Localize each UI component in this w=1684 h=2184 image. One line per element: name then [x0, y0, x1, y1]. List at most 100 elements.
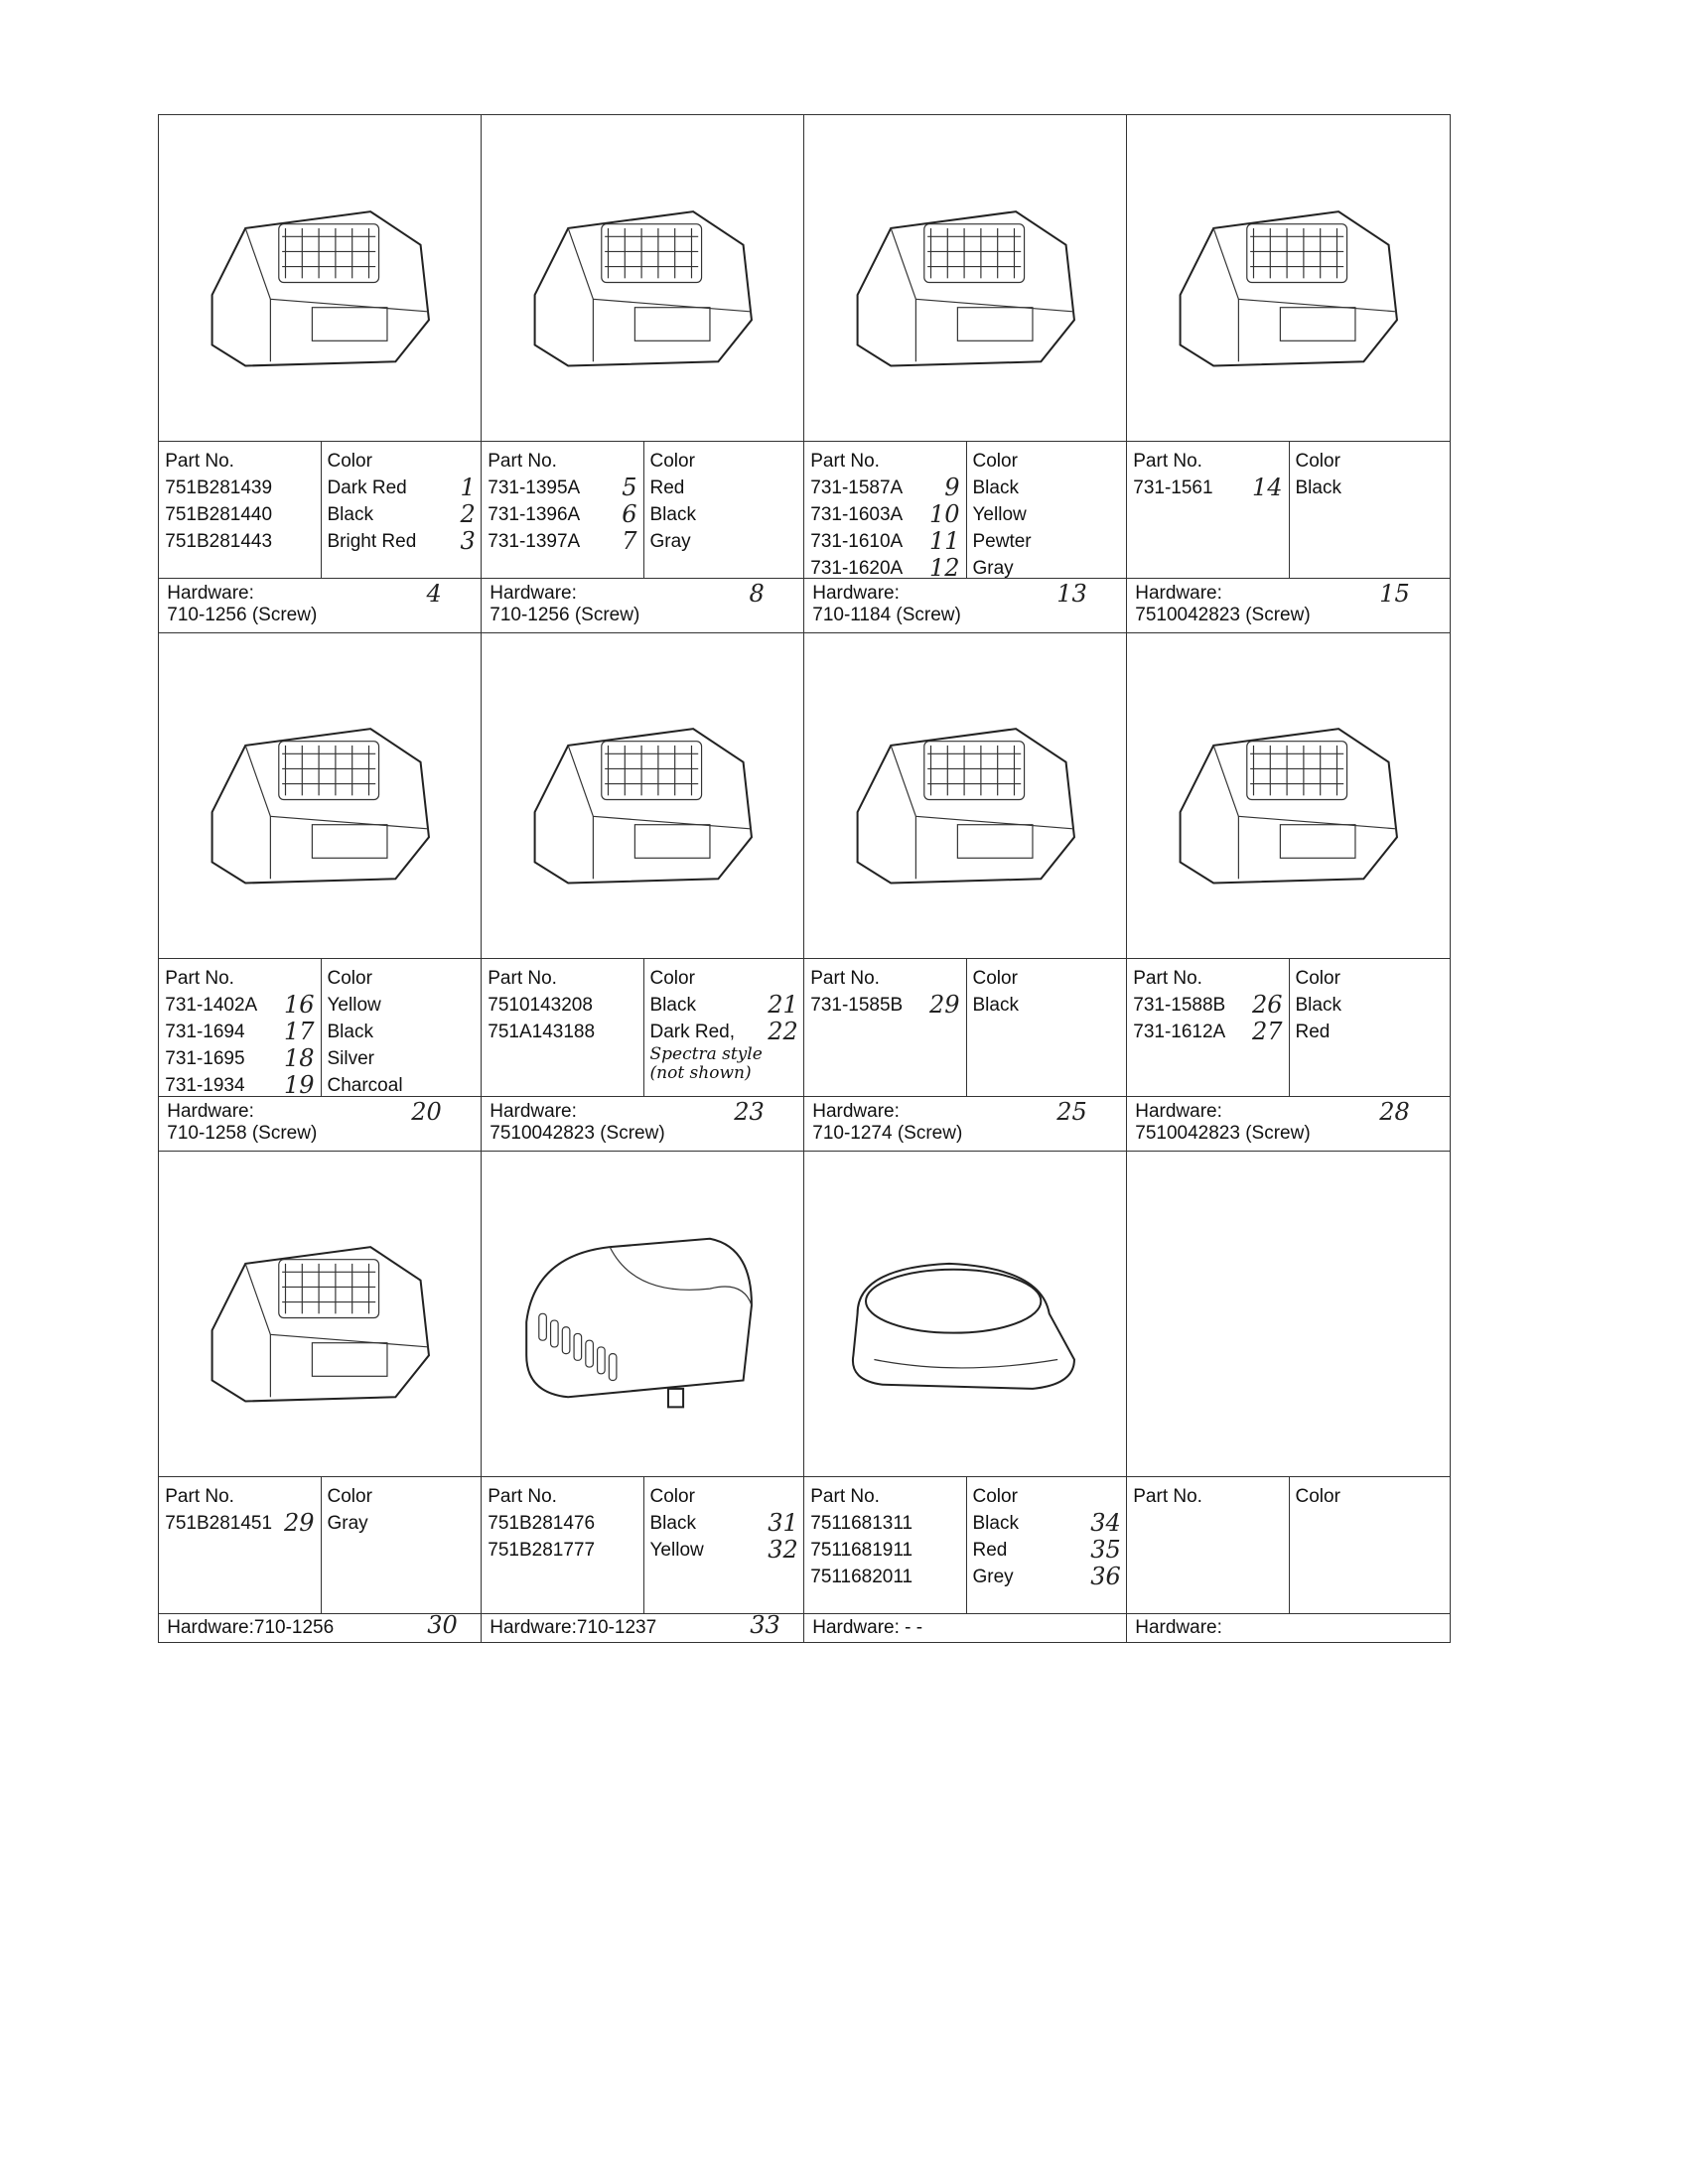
- part-number: 731-1612A: [1133, 1022, 1226, 1043]
- hardware-value: 710-1256 (Screw): [167, 605, 318, 626]
- engine-shroud-ring-icon: [851, 1262, 1075, 1390]
- part-number: 731-1694: [165, 1022, 245, 1043]
- part-no-column: Part No. 731-1588B 26 731-1612A 27: [1127, 959, 1288, 1096]
- part-number: 751B281443: [165, 530, 273, 552]
- part-number: 7511681311: [810, 1512, 913, 1534]
- part-info-cell: Part No. 751B281476 751B281777 Color Bla…: [481, 1475, 805, 1615]
- part-no-column: Part No. 7511681311 7511681911 751168201…: [804, 1477, 965, 1614]
- part-callout: 6: [622, 499, 637, 528]
- hardware-cell: Hardware: 710-1256 (Screw) 4: [158, 578, 483, 634]
- hardware-header: Hardware:: [812, 1100, 900, 1122]
- color-value: Gray: [972, 557, 1014, 579]
- color-column: Color Black: [965, 959, 1127, 1097]
- part-image-cell: [803, 1150, 1128, 1478]
- engine-shroud-slotted-icon: [524, 1237, 753, 1409]
- part-no-column: Part No. 7510143208 751A143188: [482, 959, 642, 1096]
- part-callout: 10: [928, 499, 960, 528]
- part-image-cell: [481, 1150, 805, 1478]
- parts-sheet: Part No. 751B281439 751B281440 751B28144…: [158, 114, 1451, 1644]
- info-row: Part No. 731-1402A 16 731-1694 17 731-16…: [158, 958, 1451, 1106]
- part-image-cell: [1126, 1150, 1451, 1478]
- hardware-callout: 13: [1056, 580, 1087, 609]
- color-callout: 32: [768, 1535, 798, 1564]
- color-line: Black 2: [328, 499, 476, 528]
- part-image-cell: [481, 631, 805, 960]
- hardware-callout: 15: [1379, 580, 1410, 609]
- hardware-callout: 20: [411, 1097, 442, 1126]
- hardware-cell: Hardware:710-1256 30: [158, 1613, 483, 1644]
- part-image-cell: [803, 114, 1128, 443]
- color-header: Color: [649, 968, 695, 990]
- color-value: Gray: [649, 530, 691, 552]
- image-row: [158, 631, 1451, 960]
- part-number-line: 751A143188: [488, 1019, 636, 1045]
- color-header: Color: [327, 968, 372, 990]
- color-column: Color Black: [1288, 441, 1450, 579]
- part-number-line: 731-1694 17: [165, 1019, 314, 1045]
- part-info-cell: Part No. 731-1588B 26 731-1612A 27 Color…: [1126, 958, 1451, 1098]
- engine-shroud-vented-icon: [856, 210, 1075, 367]
- color-callout: 2: [460, 499, 476, 528]
- hardware-callout: 23: [734, 1097, 765, 1126]
- part-image-cell: [158, 1150, 483, 1478]
- color-line: Pewter: [973, 528, 1121, 555]
- color-header: Color: [972, 450, 1018, 472]
- part-number-line: 731-1402A 16: [165, 992, 314, 1019]
- part-no-header: Part No.: [165, 450, 234, 472]
- part-info-cell: Part No. 731-1395A 5 731-1396A 6 731-139…: [481, 440, 805, 580]
- hardware-value: 7510042823 (Screw): [1135, 1122, 1311, 1144]
- color-line: Gray: [973, 555, 1121, 582]
- color-header: Color: [1295, 450, 1340, 472]
- part-number-line: 731-1397A 7: [488, 527, 636, 555]
- engine-shroud-smooth-icon: [533, 728, 753, 885]
- color-value: Black: [972, 1512, 1019, 1534]
- color-value: Black: [649, 995, 696, 1017]
- color-header: Color: [327, 450, 372, 472]
- color-line: Black 34: [972, 1509, 1121, 1537]
- part-no-header: Part No.: [488, 968, 557, 990]
- part-number-line: 751B281476: [488, 1510, 636, 1537]
- part-callout: 11: [928, 526, 960, 555]
- color-value: Black: [327, 1022, 373, 1043]
- part-no-column: Part No. 731-1585B 29: [804, 959, 965, 1096]
- hardware-value: Hardware:710-1237: [490, 1617, 657, 1639]
- color-value: Grey: [972, 1566, 1014, 1587]
- hardware-header: Hardware:: [812, 583, 900, 605]
- engine-shroud-compact-icon: [210, 1246, 430, 1403]
- engine-shroud-box-icon: [1179, 728, 1398, 885]
- hardware-cell: Hardware: 710-1258 (Screw) 20: [158, 1095, 483, 1152]
- part-no-column: Part No. 731-1395A 5 731-1396A 6 731-139…: [482, 442, 642, 579]
- part-no-header: Part No.: [1133, 450, 1202, 472]
- part-number: 751B281439: [165, 477, 273, 498]
- part-number-line: 751B281443: [165, 528, 314, 555]
- engine-shroud-flat-icon: [533, 210, 753, 367]
- color-line: Silver: [328, 1045, 476, 1072]
- color-line: Yellow: [973, 501, 1121, 528]
- part-info-cell: Part No. Color: [1126, 1475, 1451, 1615]
- hardware-cell: Hardware: 7510042823 (Screw) 28: [1126, 1095, 1451, 1152]
- color-callout: 22: [768, 1018, 798, 1046]
- part-number: 731-1395A: [488, 477, 581, 498]
- color-line: Black: [1296, 475, 1444, 501]
- part-number: 731-1588B: [1133, 995, 1226, 1017]
- part-callout: 17: [283, 1018, 315, 1046]
- color-callout: 21: [768, 991, 798, 1020]
- info-row: Part No. 751B281451 29 Color Gray Part N…: [158, 1475, 1451, 1615]
- hardware-value: Hardware: - -: [812, 1617, 923, 1639]
- part-info-cell: Part No. 731-1585B 29 Color Black: [803, 958, 1128, 1098]
- color-value: Black: [1295, 995, 1341, 1017]
- color-line: Yellow 32: [650, 1535, 798, 1564]
- color-line: Black: [1296, 992, 1444, 1019]
- color-column: Color Black Red: [1288, 959, 1450, 1097]
- color-header: Color: [327, 1485, 372, 1507]
- part-callout: 16: [283, 991, 315, 1020]
- hardware-value: 710-1184 (Screw): [812, 605, 961, 626]
- part-info-cell: Part No. 731-1402A 16 731-1694 17 731-16…: [158, 958, 483, 1106]
- part-info-cell: Part No. 731-1561 14 Color Black: [1126, 440, 1451, 580]
- part-image-cell: [481, 114, 805, 443]
- color-column: Color Black 31 Yellow 32: [642, 1476, 804, 1614]
- hardware-cell: Hardware: 7510042823 (Screw) 23: [481, 1095, 805, 1152]
- part-callout: 12: [928, 553, 960, 582]
- color-line: Black 31: [650, 1509, 798, 1537]
- part-number-line: 7511681311: [810, 1510, 959, 1537]
